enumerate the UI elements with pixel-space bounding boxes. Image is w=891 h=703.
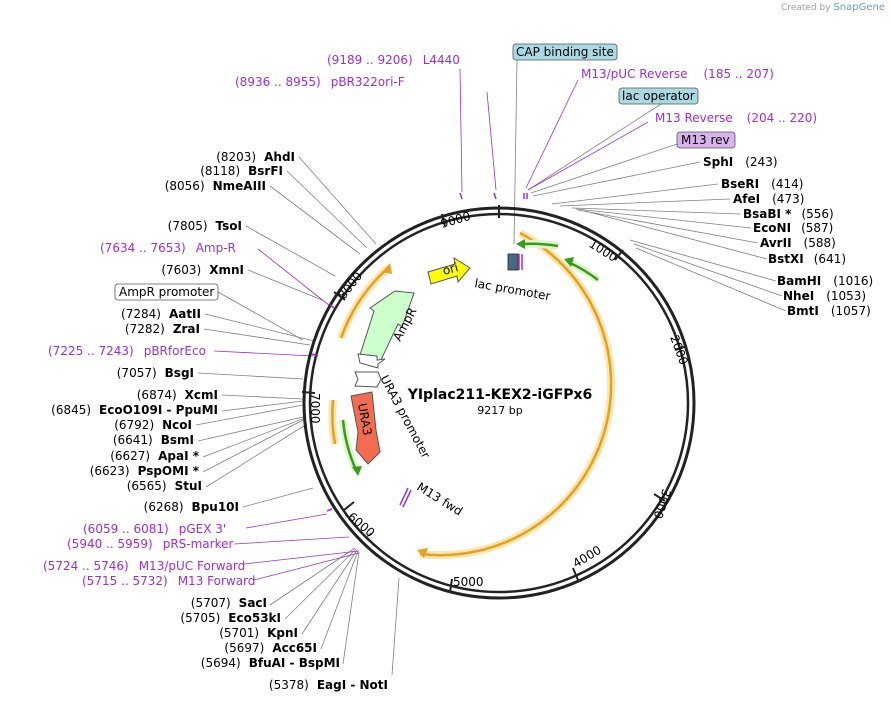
- site-left: (6641)BsmI: [113, 433, 194, 447]
- orf-arrowheads: [382, 263, 428, 558]
- ura3-promoter-label: URA3 promoter: [377, 373, 433, 461]
- snapgene-credit: Created by SnapGene: [781, 2, 885, 13]
- primer-pbrforeco: (7225 .. 7243)pBRforEco: [48, 344, 206, 358]
- plasmid-name: YIplac211-KEX2-iGFPx6: [407, 387, 593, 403]
- site-left: (5705)Eco53kI: [180, 611, 281, 625]
- feature-ori-label: ori: [441, 260, 460, 278]
- sites-right: SphI(243) BseRI(414) AfeI(473) BsaBI *(5…: [703, 155, 873, 318]
- site-left: (6268)Bpu10I: [144, 500, 239, 514]
- ampr-promoter-label: AmpR promoter: [119, 285, 214, 299]
- primer-m13-puc-reverse: M13/pUC Reverse(185 .. 207): [581, 67, 774, 81]
- feature-ori: ori: [427, 256, 471, 285]
- orf-arcs: [328, 229, 616, 560]
- site-left: (5707)SacI: [191, 596, 267, 610]
- sites-left: (8203)AhdI (8118)BsrFI (8056)NmeAIII (78…: [51, 150, 388, 692]
- site-left: (7057)BsgI: [117, 366, 194, 380]
- cap-binding-site-label: CAP binding site: [516, 45, 614, 59]
- site-right: SphI(243): [703, 155, 778, 169]
- site-right: BmtI(1057): [787, 304, 871, 318]
- site-left: (7603)XmnI: [161, 263, 244, 277]
- site-left: (5697)Acc65I: [224, 641, 317, 655]
- small-arrows: [354, 353, 386, 388]
- primer-l4440: (9189 .. 9206)L4440: [327, 53, 460, 67]
- m13-rev-label: M13 rev: [681, 133, 730, 147]
- site-left: (7805)TsoI: [168, 219, 242, 233]
- boxed-label-lac-operator: lac operator: [618, 87, 699, 105]
- site-right: AfeI(473): [733, 192, 804, 206]
- primer-leader-lines: [213, 68, 649, 581]
- leader-lines: [195, 59, 787, 676]
- m13-fwd-mark: [399, 487, 412, 508]
- site-left: (5694)BfuAI - BspMI: [201, 656, 340, 670]
- site-left: (7284)AatII: [121, 307, 201, 321]
- feature-ura3-label: URA3: [355, 402, 374, 436]
- tick-3000: 3000: [651, 487, 674, 520]
- tick-9000: 9000: [439, 209, 472, 231]
- tick-1000: 1000: [586, 237, 619, 265]
- tick-2000: 2000: [667, 333, 691, 366]
- green-arrowheads: [352, 239, 574, 476]
- tick-6000: 6000: [345, 510, 377, 540]
- tick-5000: 5000: [453, 575, 484, 589]
- primer-labels: (9189 .. 9206)L4440 (8936 .. 8955)pBR322…: [43, 53, 817, 588]
- site-left: (8203)AhdI: [216, 150, 295, 164]
- primer-m13-reverse: M13 Reverse(204 .. 220): [655, 111, 817, 125]
- primer-m13-forward: (5715 .. 5732)M13 Forward: [82, 574, 255, 588]
- site-left: (6874)XcmI: [137, 388, 218, 402]
- site-left: (6792)NcoI: [114, 418, 192, 432]
- site-left: (7282)ZraI: [125, 322, 200, 336]
- primer-pbr322ori-f: (8936 .. 8955)pBR322ori-F: [235, 75, 405, 89]
- site-left: (8118)BsrFI: [200, 164, 283, 178]
- primer-marks: [311, 192, 528, 538]
- site-right: EcoNI(587): [753, 221, 833, 235]
- site-left: (6845)EcoO109I - PpuMI: [51, 403, 218, 417]
- credit-prefix: Created by: [781, 3, 831, 13]
- site-left: (5378)EagI - NotI: [269, 678, 388, 692]
- feature-ura3: URA3: [350, 391, 381, 465]
- snapgene-logo: SnapGene: [833, 2, 885, 13]
- site-left: (6565)StuI: [127, 479, 202, 493]
- site-left: (8056)NmeAIII: [165, 179, 266, 193]
- site-left: (6623)PspOMI *: [90, 464, 200, 478]
- feature-ampr: AmpR: [359, 290, 419, 363]
- site-right: BamHI(1016): [777, 274, 873, 288]
- lac-promoter-label: lac promoter: [473, 276, 551, 303]
- tick-4000: 4000: [570, 543, 603, 571]
- site-left: (5701)KpnI: [219, 626, 298, 640]
- lac-operator-label: lac operator: [622, 89, 695, 103]
- lac-promoter-box: [507, 253, 523, 271]
- primer-pgex-3: (6059 .. 6081)pGEX 3': [83, 522, 226, 536]
- site-left: (6627)ApaI *: [110, 449, 200, 463]
- primer-m13-puc-forward: (5724 .. 5746)M13/pUC Forward: [43, 559, 245, 573]
- plasmid-length: 9217 bp: [477, 404, 522, 417]
- site-right: BstXI(641): [768, 252, 846, 266]
- boxed-label-cap: CAP binding site: [512, 43, 618, 61]
- tick-7000: 7000: [308, 393, 322, 424]
- ticks: [301, 205, 688, 593]
- site-right: NheI(1053): [783, 289, 866, 303]
- boxed-label-ampr-promoter: AmpR promoter: [114, 283, 219, 301]
- primer-prs-marker: (5940 .. 5959)pRS-marker: [67, 537, 233, 551]
- m13-fwd-label: M13 fwd: [414, 480, 465, 519]
- boxed-label-m13-rev: M13 rev: [676, 131, 736, 149]
- primer-amp-r: (7634 .. 7653)Amp-R: [100, 241, 236, 255]
- site-right: BsaBI *(556): [743, 207, 834, 221]
- site-right: AvrII(588): [760, 236, 836, 250]
- site-right: BseRI(414): [721, 177, 803, 191]
